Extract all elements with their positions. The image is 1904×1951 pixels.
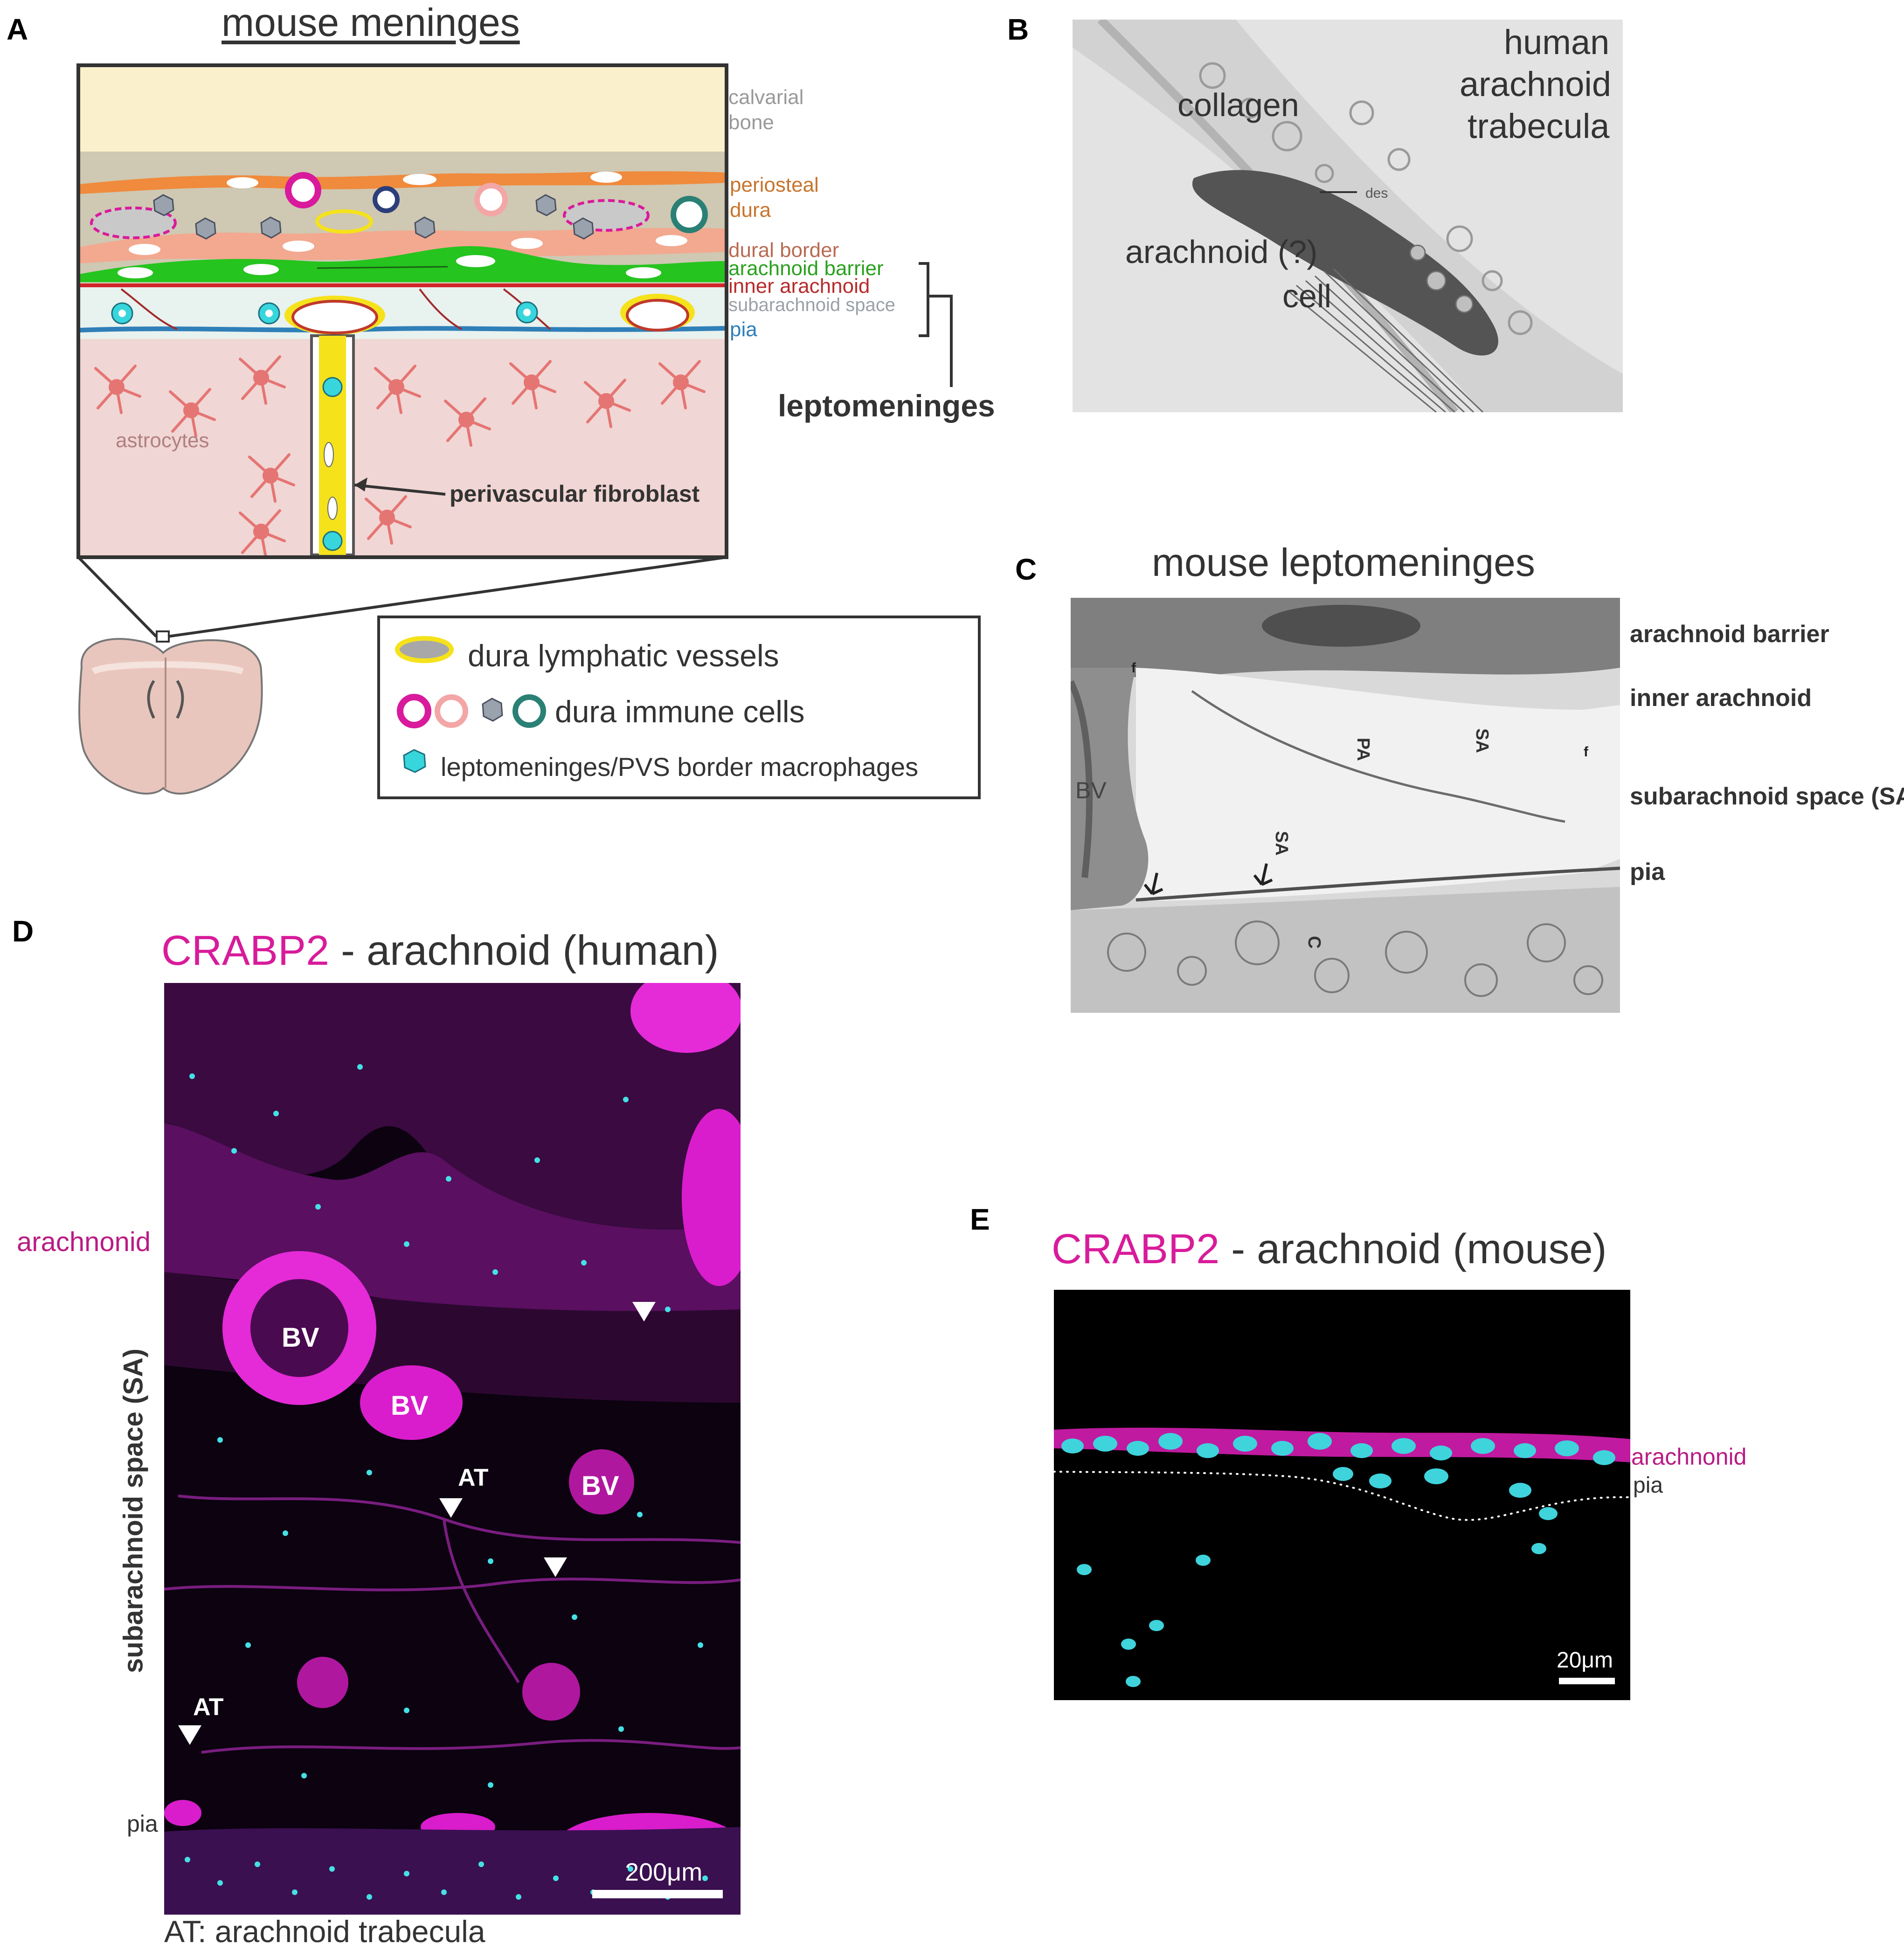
em-label-bv: BV xyxy=(1075,777,1107,803)
em-label-f-1: f xyxy=(1131,660,1136,676)
label-pia: pia xyxy=(730,318,757,341)
panel-d-letter: D xyxy=(12,914,34,948)
e-side-arachnoid: arachnonid xyxy=(1631,1444,1747,1470)
d-label-bv-2: BV xyxy=(391,1391,429,1421)
panel-c-letter: C xyxy=(1015,553,1037,586)
label-astrocytes: astrocytes xyxy=(116,429,209,452)
fluorescence-image-human: BV BV BV AT AT 200μm xyxy=(164,983,741,1915)
panel-c-title: mouse leptomeninges xyxy=(1152,540,1535,584)
panel-d-title: CRABP2 - arachnoid (human) xyxy=(161,927,719,975)
d-label-at-1: AT xyxy=(458,1464,489,1491)
d-label-bv-1: BV xyxy=(282,1322,319,1353)
e-side-pia: pia xyxy=(1633,1473,1663,1498)
em-label-sa-2: SA xyxy=(1472,728,1492,753)
meninges-diagram xyxy=(76,63,981,799)
legend-macrophages: leptomeninges/PVS border macrophages xyxy=(441,752,919,782)
label-arachnoid-cell-1: arachnoid (?) xyxy=(1125,234,1318,270)
calvarial-bone-layer xyxy=(78,65,727,152)
em-image-human xyxy=(1073,20,1623,412)
label-dural-border: dural border xyxy=(728,239,839,262)
em-label-sa-1: SA xyxy=(1272,831,1291,856)
c-label-pia: pia xyxy=(1630,858,1665,886)
panel-e-title: CRABP2 - arachnoid (mouse) xyxy=(1052,1225,1607,1273)
c-label-arachnoid-barrier: arachnoid barrier xyxy=(1630,621,1829,648)
fluorescence-image-mouse: 20μm xyxy=(1054,1290,1630,1700)
d-label-at-2: AT xyxy=(193,1694,224,1721)
em-image-mouse: BV SA PA SA C f f xyxy=(1071,598,1620,1013)
panel-b-letter: B xyxy=(1007,13,1029,46)
label-arachnoid-b: arachnoid xyxy=(1460,65,1612,104)
label-arachnoid-barrier: arachnoid barrier xyxy=(728,257,884,280)
label-subarachnoid-space: subarachnoid space xyxy=(728,295,896,315)
label-calvarial: calvarial xyxy=(728,86,804,109)
label-leptomeninges: leptomeninges xyxy=(778,388,995,423)
c-label-inner-arachnoid: inner arachnoid xyxy=(1630,685,1812,712)
d-side-sa: subarachnoid space (SA) xyxy=(118,1348,149,1674)
e-scale-bar xyxy=(1559,1678,1615,1684)
panel-a-title: mouse meninges xyxy=(222,0,520,44)
label-perivascular-fibroblast: perivascular fibroblast xyxy=(450,481,700,507)
em-label-f-2: f xyxy=(1584,744,1589,760)
e-scale-text: 20μm xyxy=(1557,1648,1613,1673)
d-side-arachnoid: arachnonid xyxy=(17,1227,151,1257)
panel-d-title-rest: - arachnoid (human) xyxy=(329,927,719,974)
d-scale-text: 200μm xyxy=(625,1858,702,1886)
brain-layer xyxy=(78,339,727,557)
label-inner-arachnoid: inner arachnoid xyxy=(728,275,870,297)
legend-immune: dura immune cells xyxy=(555,694,805,729)
label-dura: dura xyxy=(730,199,771,221)
em-label-pa: PA xyxy=(1353,738,1373,761)
label-human: human xyxy=(1504,23,1610,62)
label-bone: bone xyxy=(728,111,774,134)
d-scale-bar xyxy=(592,1890,723,1898)
label-arachnoid-cell-2: cell xyxy=(1282,278,1332,314)
label-periosteal: periosteal xyxy=(730,173,819,196)
label-trabecula: trabecula xyxy=(1468,107,1610,145)
em-label-c: C xyxy=(1304,936,1324,948)
legend-lymphatic: dura lymphatic vessels xyxy=(468,638,779,673)
d-side-pia: pia xyxy=(127,1811,158,1837)
d-label-bv-3: BV xyxy=(582,1471,619,1501)
panel-e-marker: CRABP2 xyxy=(1052,1226,1220,1273)
d-footnote: AT: arachnoid trabecula xyxy=(164,1914,485,1949)
c-label-subarachnoid-space: subarachnoid space (SA) xyxy=(1630,783,1904,810)
label-collagen: collagen xyxy=(1177,87,1299,123)
label-des: des xyxy=(1365,186,1388,201)
panel-d-marker: CRABP2 xyxy=(161,927,330,974)
panel-e-letter: E xyxy=(970,1203,990,1236)
panel-a-letter: A xyxy=(7,13,28,46)
panel-e-title-rest: - arachnoid (mouse) xyxy=(1219,1226,1607,1273)
